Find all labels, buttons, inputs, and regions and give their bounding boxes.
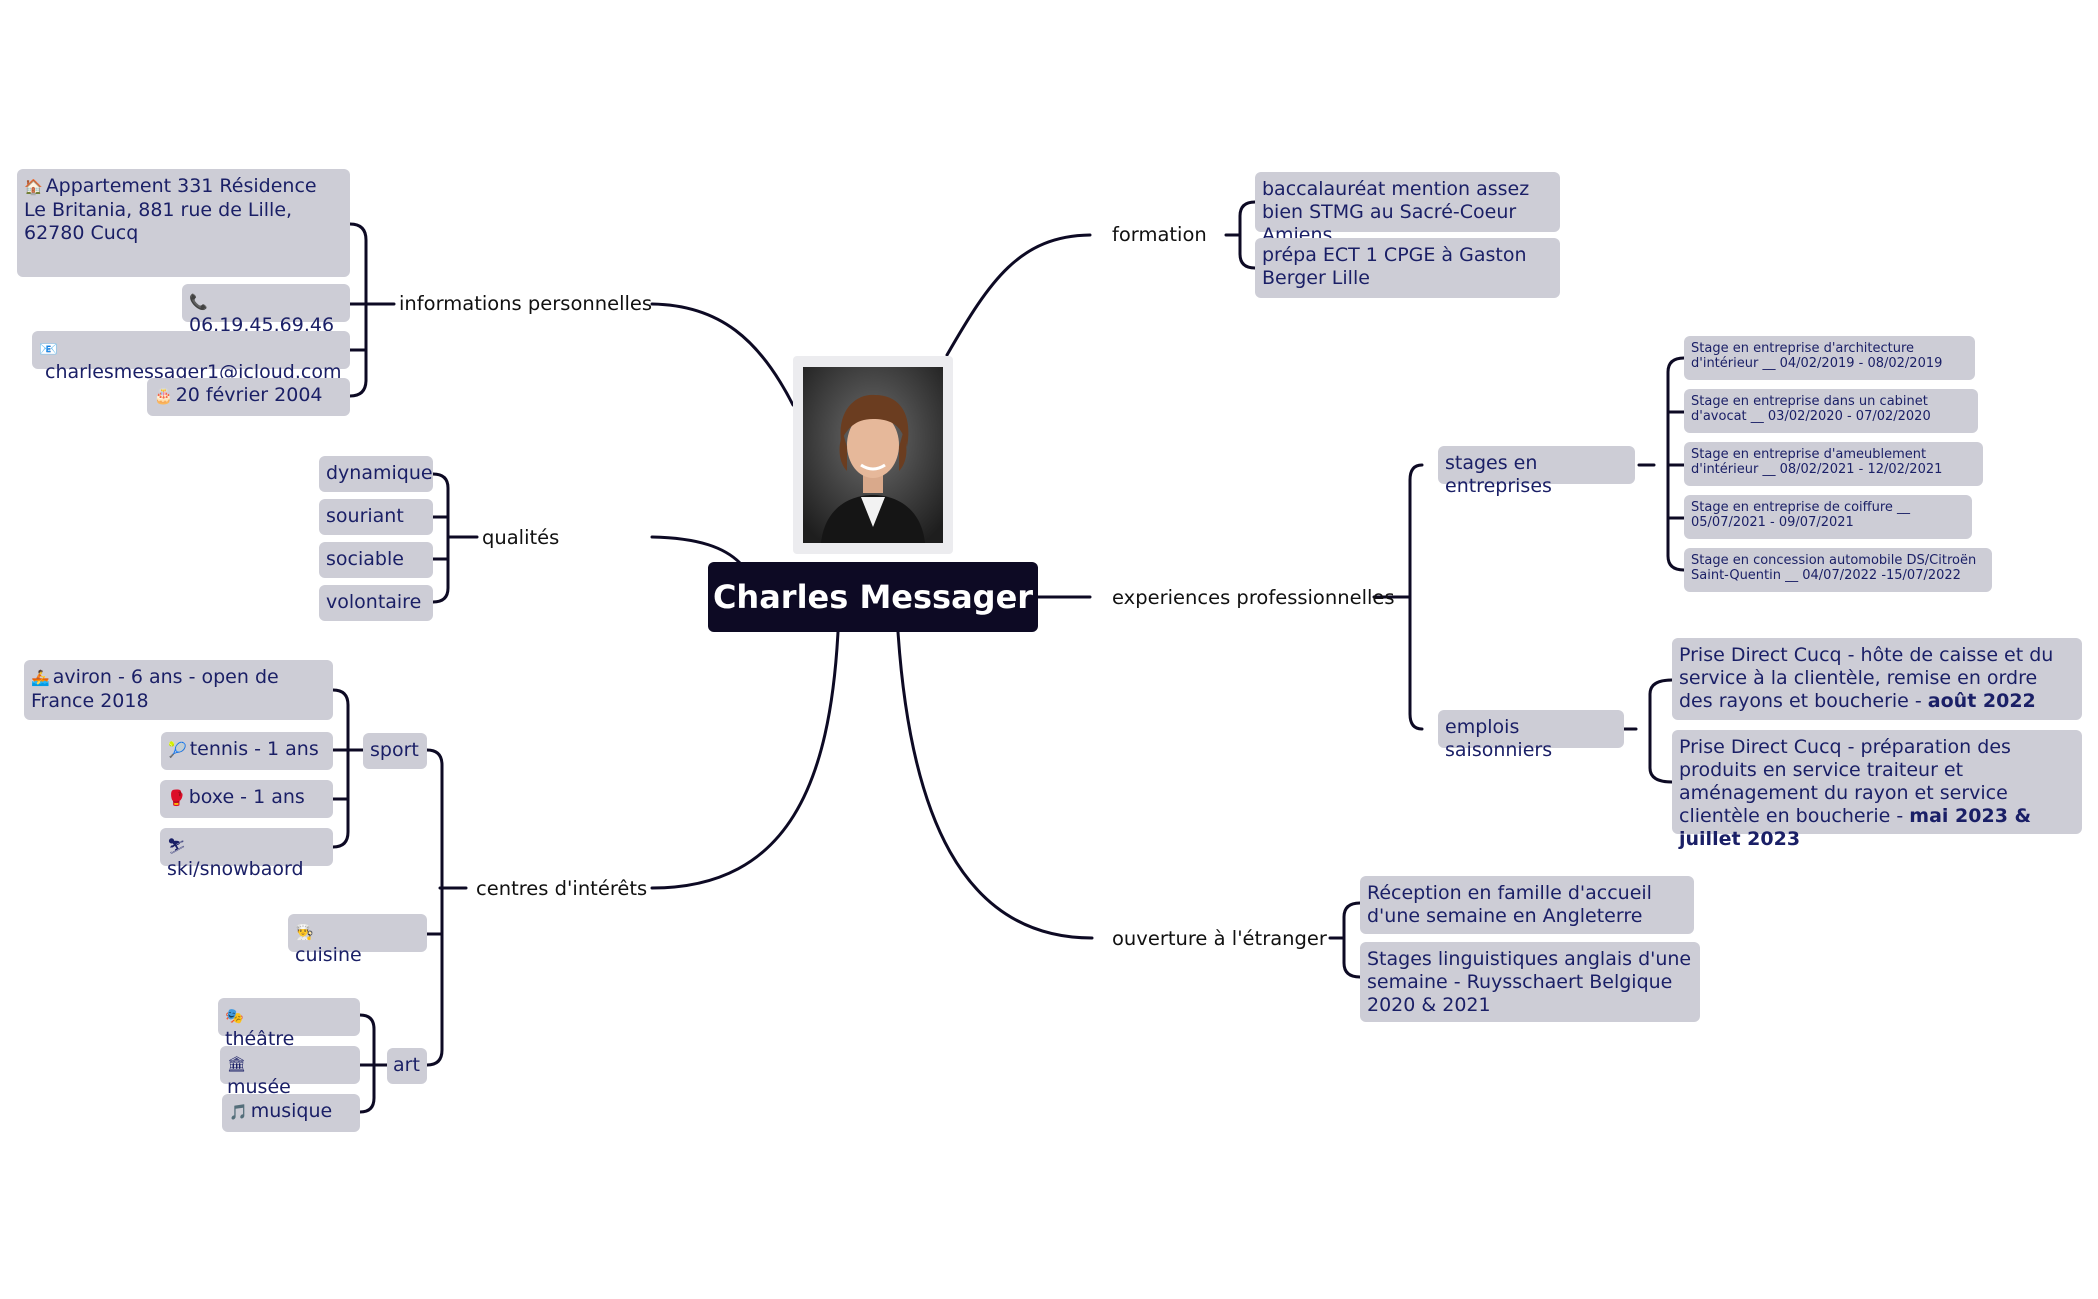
tennis-ball-icon: 🎾 — [168, 741, 187, 759]
telephone-icon: 📞 — [189, 293, 208, 311]
branch-centres-interets[interactable]: centres d'intérêts — [476, 877, 648, 900]
sport-ski-node[interactable]: ⛷ski/snowbaord — [160, 828, 333, 880]
emploi-item-aout-2022[interactable]: Prise Direct Cucq - hôte de caisse et du… — [1672, 638, 2082, 720]
formation-item[interactable]: prépa ECT 1 CPGE à Gaston Berger Lille — [1255, 238, 1560, 298]
stage-item[interactable]: Stage en entreprise de coiffure __ 05/07… — [1684, 495, 1972, 539]
envelope-icon: 📧 — [39, 340, 58, 358]
formation-item[interactable]: baccalauréat mention assez bien STMG au … — [1255, 172, 1560, 246]
link-informations — [650, 302, 795, 407]
art-musee-node[interactable]: 🏛musée — [220, 1046, 360, 1098]
art-node[interactable]: art — [387, 1048, 427, 1084]
sport-node[interactable]: sport — [363, 733, 427, 769]
stages-node[interactable]: stages en entreprises — [1438, 446, 1635, 497]
art-musique-node[interactable]: 🎵musique — [222, 1094, 360, 1132]
stage-item[interactable]: Stage en entreprise d'ameublement d'inté… — [1684, 442, 1983, 486]
cake-icon: 🎂 — [154, 387, 173, 405]
stage-item[interactable]: Stage en concession automobile DS/Citroë… — [1684, 548, 1992, 592]
birthday-node[interactable]: 🎂20 février 2004 — [147, 378, 350, 416]
stage-item[interactable]: Stage en entreprise dans un cabinet d'av… — [1684, 389, 1978, 433]
emploi-item-mai-juillet-2023[interactable]: Prise Direct Cucq - préparation des prod… — [1672, 730, 2082, 850]
art-theatre-node[interactable]: 🎭théâtre — [218, 998, 360, 1050]
emplois-saisonniers-node[interactable]: emplois saisonniers — [1438, 710, 1624, 761]
boxing-glove-icon: 🥊 — [167, 789, 186, 807]
museum-icon: 🏛 — [227, 1055, 247, 1073]
branch-experiences-professionnelles[interactable]: experiences professionnelles — [1112, 586, 1395, 609]
rowboat-icon: 🚣 — [31, 669, 50, 687]
stage-item[interactable]: Stage en entreprise d'architecture d'int… — [1684, 336, 1975, 380]
central-node[interactable]: Charles Messager — [708, 562, 1038, 632]
branch-formation[interactable]: formation — [1112, 223, 1207, 246]
theatre-masks-icon: 🎭 — [225, 1007, 244, 1025]
phone-node[interactable]: 📞06.19.45.69.46 — [182, 284, 350, 336]
link-formation — [945, 233, 1092, 357]
profile-photo — [803, 367, 943, 543]
profile-photo-frame — [793, 356, 953, 554]
music-note-icon: 🎵 — [229, 1103, 248, 1121]
sport-tennis-node[interactable]: 🎾tennis - 1 ans — [161, 732, 333, 770]
chef-icon: 👨‍🍳 — [295, 923, 314, 941]
address-node[interactable]: 🏠Appartement 331 Résidence Le Britania, … — [17, 169, 350, 277]
link-qualites — [650, 535, 742, 565]
etranger-item[interactable]: Réception en famille d'accueil d'une sem… — [1360, 876, 1694, 934]
qualite-item[interactable]: sociable — [319, 542, 433, 578]
skier-icon: ⛷ — [167, 837, 187, 855]
link-etranger — [896, 630, 1094, 940]
house-icon: 🏠 — [24, 178, 43, 196]
cuisine-node[interactable]: 👨‍🍳cuisine — [288, 914, 427, 966]
link-interets — [650, 630, 840, 890]
branch-qualites[interactable]: qualités — [482, 526, 560, 549]
etranger-item[interactable]: Stages linguistiques anglais d'une semai… — [1360, 942, 1700, 1022]
email-node[interactable]: 📧charlesmessager1@icloud.com — [32, 331, 350, 383]
qualite-item[interactable]: volontaire — [319, 585, 433, 621]
qualite-item[interactable]: souriant — [319, 499, 433, 535]
branch-informations-personnelles[interactable]: informations personnelles — [399, 292, 653, 315]
qualite-item[interactable]: dynamique — [319, 456, 433, 492]
branch-ouverture-etranger[interactable]: ouverture à l'étranger — [1112, 927, 1327, 950]
sport-aviron-node[interactable]: 🚣aviron - 6 ans - open de France 2018 — [24, 660, 333, 720]
sport-boxe-node[interactable]: 🥊boxe - 1 ans — [160, 780, 333, 818]
central-node-title: Charles Messager — [712, 578, 1034, 616]
